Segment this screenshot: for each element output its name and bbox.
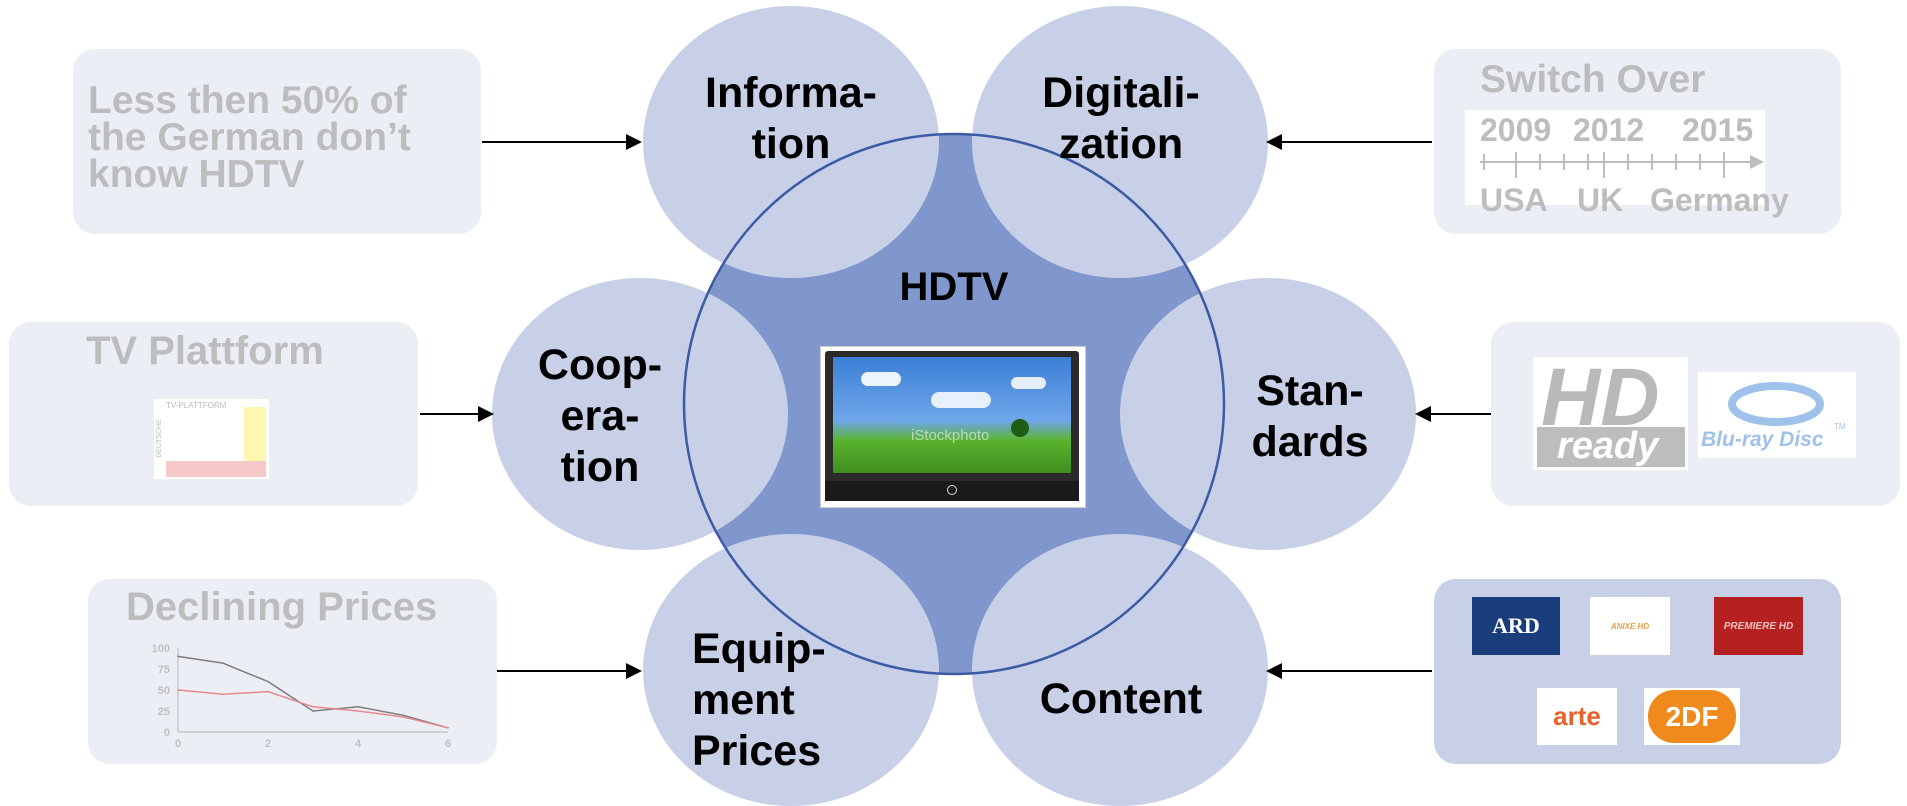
data-point <box>267 690 269 693</box>
node-digitalization: Digitali- zation <box>1042 69 1200 168</box>
x-tick-label: 0 <box>175 738 181 750</box>
y-tick-label: 50 <box>158 685 170 697</box>
timeline-country-germany: Germany <box>1650 182 1789 218</box>
data-point <box>402 714 404 716</box>
blu-ray-logo: Blu-ray Disc TM <box>1698 372 1856 458</box>
node-cooperation: Coop- era- tion <box>537 341 663 491</box>
data-point <box>177 655 179 658</box>
y-tick-label: 25 <box>158 706 170 718</box>
data-point <box>267 680 269 683</box>
timeline-country-uk: UK <box>1577 182 1624 218</box>
timeline-axis <box>1480 152 1764 178</box>
price-chart: 0 25 50 75 100 0 2 4 6 <box>152 643 451 750</box>
ard-logo: ARD <box>1472 597 1560 655</box>
switch-over-title: Switch Over <box>1480 58 1706 101</box>
declining-prices-title: Declining Prices <box>126 585 438 629</box>
tv-watermark: iStockphoto <box>911 427 990 444</box>
arrow-to-equipment <box>496 663 642 679</box>
tv-plattform-title: TV Plattform <box>86 329 324 373</box>
arrow-to-information <box>482 134 642 150</box>
y-tick-label: 100 <box>152 643 170 655</box>
arrow-to-content <box>1266 663 1432 679</box>
timeline-country-usa: USA <box>1480 182 1548 218</box>
declining-prices-box <box>88 579 497 764</box>
timeline-year-2009: 2009 <box>1480 112 1552 148</box>
data-point <box>177 689 179 691</box>
data-point <box>312 710 314 712</box>
data-point <box>357 706 359 708</box>
arrow-to-standards <box>1415 406 1491 422</box>
x-tick-label: 2 <box>265 738 271 750</box>
blu-ray-disc-icon <box>1728 382 1824 426</box>
x-tick-label: 4 <box>355 738 362 750</box>
premiere-hd-logo: PREMIERE HD <box>1714 597 1803 655</box>
x-tick-label: 6 <box>445 738 451 750</box>
data-point <box>402 716 404 718</box>
y-tick-label: 75 <box>158 664 170 676</box>
hd-ready-logo: HD ready <box>1533 352 1688 470</box>
series-line-0 <box>177 655 449 729</box>
node-equipment-prices: Equip- ment Prices <box>692 625 826 775</box>
node-content: Content <box>1039 675 1203 723</box>
zdf-logo-text: 2DF <box>1665 700 1719 732</box>
tv-image: iStockphoto <box>820 346 1086 508</box>
series-line-1 <box>177 689 449 729</box>
info-box <box>73 49 481 234</box>
arrow-to-digitalization <box>1266 134 1432 150</box>
arte-logo: arte <box>1537 688 1617 745</box>
hdtv-title: HDTV <box>899 265 1009 309</box>
node-information: Informa- tion <box>705 69 877 168</box>
info-box-text: Less then 50% of the German don’t know H… <box>88 79 411 196</box>
tv-plattform-logo: TV-PLATTFORM DEUTSCHE <box>153 398 270 480</box>
node-standards: Stan- dards <box>1251 367 1369 466</box>
data-point <box>312 706 314 708</box>
data-point <box>222 693 224 695</box>
anixe-hd-logo: ANIXE HD <box>1590 597 1670 655</box>
data-point <box>447 727 449 729</box>
arrow-to-cooperation <box>420 406 494 422</box>
timeline-year-2015: 2015 <box>1682 112 1754 148</box>
zdf-logo-circle: 2DF <box>1648 690 1736 743</box>
data-point <box>222 662 224 664</box>
y-tick-label: 0 <box>164 727 170 739</box>
data-point <box>357 710 359 712</box>
timeline-year-2012: 2012 <box>1573 112 1645 148</box>
